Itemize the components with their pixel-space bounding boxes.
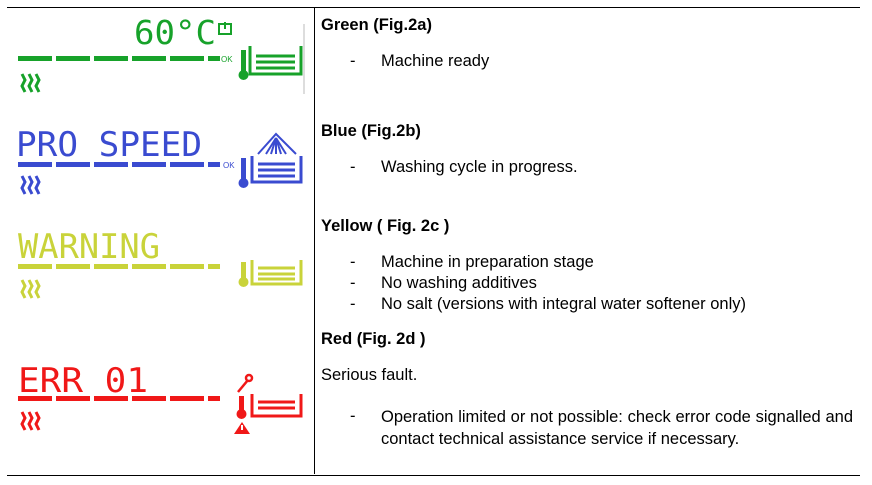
status-heading-green: Green (Fig.2a) [321, 16, 432, 34]
heating-icon [20, 279, 41, 299]
spray-arm-icon [257, 132, 297, 155]
progress-dashes [18, 396, 220, 401]
lcd-readout: 60°C [134, 14, 216, 52]
status-heading-yellow: Yellow ( Fig. 2c ) [321, 217, 450, 235]
basket-icon [250, 394, 303, 418]
status-heading-red: Red (Fig. 2d ) [321, 330, 426, 348]
ok-indicator: OK [223, 161, 235, 170]
basket-icon [248, 46, 303, 76]
lcd-readout: WARNING [18, 227, 160, 267]
basket-icon [250, 260, 303, 286]
heating-icon [20, 175, 41, 195]
progress-dashes [18, 56, 220, 61]
status-heading-blue: Blue (Fig.2b) [321, 122, 421, 140]
thermometer-icon [238, 158, 249, 188]
progress-dashes [18, 162, 220, 167]
ok-indicator: OK [221, 55, 233, 64]
thermometer-icon [238, 50, 249, 80]
lcd-segment-text: 60°C [134, 14, 216, 52]
heating-icon [20, 73, 41, 93]
warning-icon [234, 422, 250, 434]
basket-icon [250, 156, 303, 184]
power-icon [218, 22, 232, 35]
progress-dashes [18, 264, 220, 269]
lcd-display-yellow: WARNING [14, 224, 306, 314]
wrench-icon [237, 373, 254, 393]
table-column-divider [314, 7, 315, 474]
heating-icon [20, 411, 41, 431]
list-item: Operation limited or not possible: check… [381, 408, 853, 448]
fault-description: Serious fault. [321, 366, 418, 384]
lcd-readout: PRO SPEED [16, 125, 202, 165]
lcd-display-green: 60°C OK [14, 14, 306, 104]
thermometer-icon [236, 396, 247, 419]
list-item-dash: - [350, 407, 356, 425]
lcd-readout: ERR 01 [18, 361, 148, 401]
table-bottom-border [7, 475, 860, 476]
thermometer-icon [238, 262, 249, 287]
lcd-display-blue: PRO SPEED OK [14, 120, 306, 210]
lcd-display-red: ERR 01 [14, 358, 306, 448]
table-top-border [7, 7, 860, 8]
